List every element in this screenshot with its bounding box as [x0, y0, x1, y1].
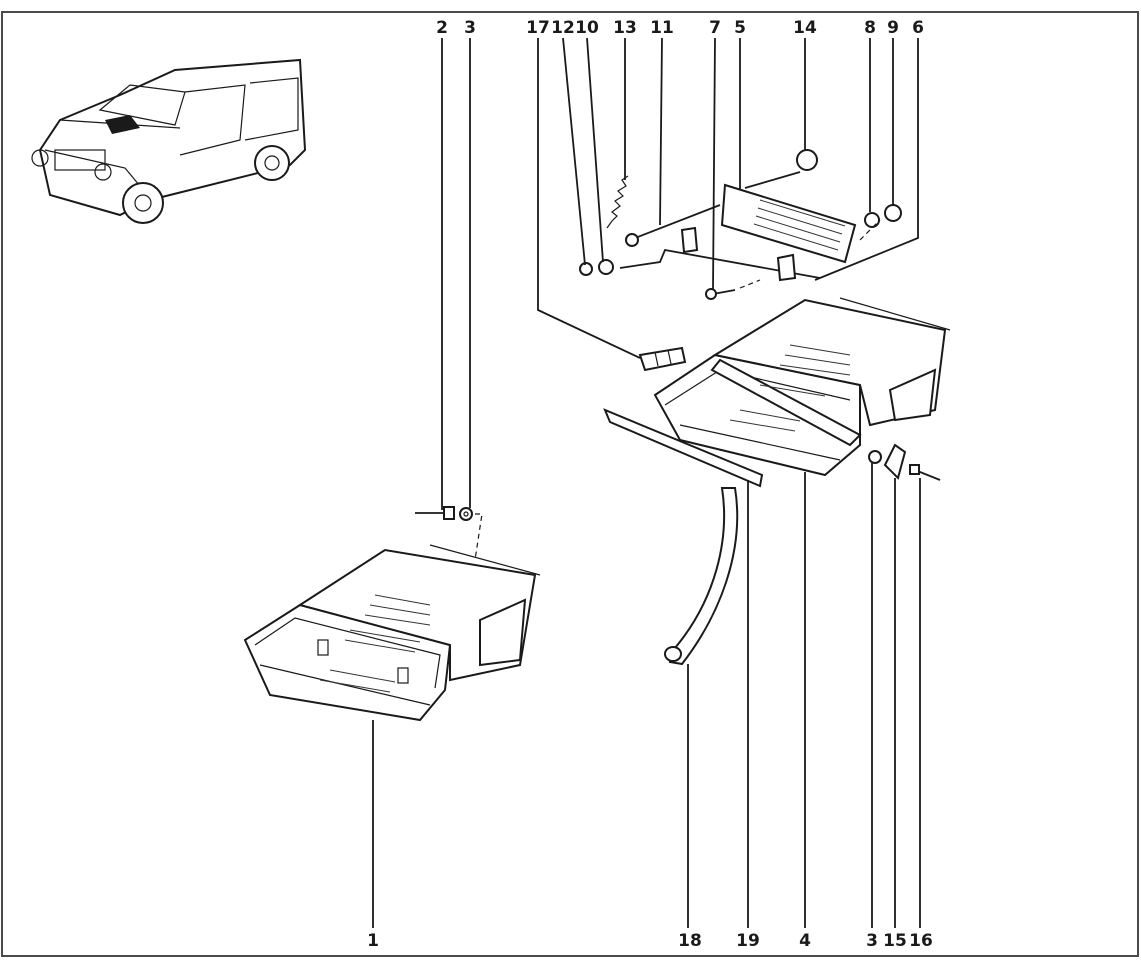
callouts-top: 2 3 17 12 10 13 11 7 5 14 8 9 6	[436, 18, 924, 38]
callout-4: 4	[799, 931, 811, 951]
vehicle-locator-sketch	[31, 58, 307, 224]
callout-5: 5	[734, 18, 746, 38]
callout-1: 1	[367, 931, 379, 951]
callout-3: 3	[464, 18, 476, 38]
fastener-set-right	[868, 443, 941, 481]
control-mechanism	[579, 149, 902, 300]
callout-9: 9	[887, 18, 899, 38]
leader-lines	[372, 37, 921, 928]
callout-14: 14	[793, 18, 817, 38]
callout-7: 7	[709, 18, 721, 38]
callouts-bottom: 1 18 19 4 3 15 16	[367, 931, 933, 951]
callout-18: 18	[678, 931, 702, 951]
callout-19: 19	[736, 931, 760, 951]
drain-hose	[664, 487, 739, 666]
callout-2: 2	[436, 18, 448, 38]
screw-and-washer-left	[415, 506, 483, 561]
callout-3b: 3	[866, 931, 878, 951]
callout-16: 16	[909, 931, 933, 951]
bracket-clip	[638, 346, 687, 372]
diagram-frame	[1, 11, 1139, 957]
callout-12: 12	[551, 18, 575, 38]
callout-6: 6	[912, 18, 924, 38]
heater-box-assembly-right	[653, 297, 951, 477]
callout-17: 17	[526, 18, 550, 38]
heater-box-assembly-left	[243, 544, 541, 722]
callout-11: 11	[650, 18, 674, 38]
callout-13: 13	[613, 18, 637, 38]
callout-15: 15	[883, 931, 907, 951]
callout-10: 10	[575, 18, 599, 38]
callout-8: 8	[864, 18, 876, 38]
seal-strip	[603, 408, 764, 488]
